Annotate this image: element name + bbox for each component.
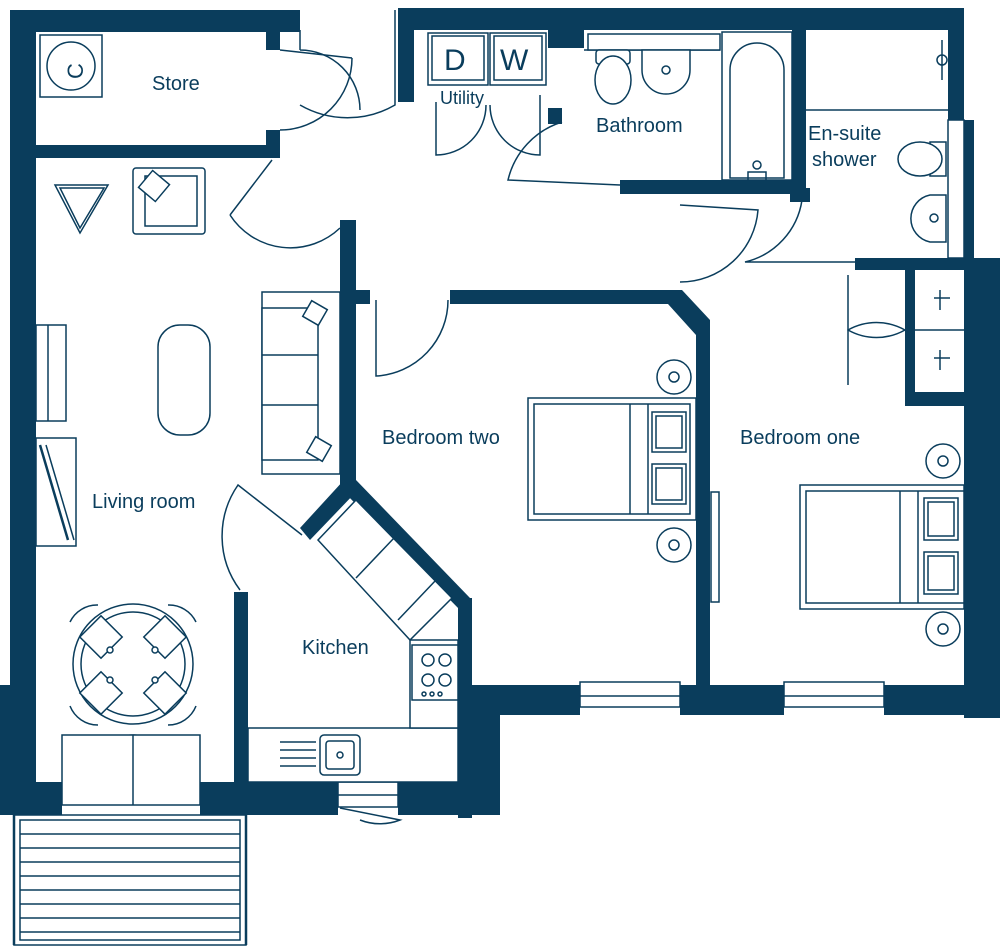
basin-icon <box>910 194 947 243</box>
boiler-icon <box>46 41 96 91</box>
store-boiler: C <box>39 34 103 98</box>
ensuite-fixtures <box>806 40 965 259</box>
sofa-icon <box>261 291 341 475</box>
tv-unit-icon <box>35 324 67 422</box>
basin-icon <box>641 49 691 95</box>
windows <box>61 681 885 808</box>
room-label-bedroom-one: Bedroom one <box>740 427 860 449</box>
svg-text:C: C <box>63 63 88 79</box>
bookcase-icon <box>35 437 77 547</box>
kitchen-units <box>247 498 459 783</box>
armchair-icon <box>132 167 206 235</box>
lamp-icon <box>925 443 961 647</box>
mirror-icon <box>710 491 720 603</box>
living-furniture <box>35 167 341 726</box>
bed-icon <box>527 397 697 521</box>
utility-appliances: D W <box>427 32 547 86</box>
shower-icon <box>806 40 948 111</box>
bath-icon <box>721 31 793 181</box>
lamp-icon <box>656 359 692 563</box>
lamp-icon <box>53 184 110 235</box>
room-label-ensuite-line1: En-suite <box>808 123 881 145</box>
room-label-store: Store <box>152 73 200 95</box>
hob-icon <box>411 644 459 701</box>
room-label-kitchen: Kitchen <box>302 637 369 659</box>
walls <box>0 8 1000 818</box>
dishwasher-letter: D <box>444 44 466 77</box>
room-label-living-room: Living room <box>92 491 195 513</box>
washer-letter: W <box>500 44 529 77</box>
bed-icon <box>799 484 965 610</box>
toilet-icon <box>897 141 947 177</box>
dining-table-icon <box>69 603 197 726</box>
room-label-ensuite-line2: shower <box>812 149 877 171</box>
bathroom-fixtures <box>584 31 793 181</box>
room-label-bathroom: Bathroom <box>596 115 683 137</box>
room-label-bedroom-two: Bedroom two <box>382 427 500 449</box>
coffee-table-icon <box>157 324 211 436</box>
wardrobe-icon <box>915 290 964 370</box>
sink-icon <box>280 734 361 776</box>
toilet-icon <box>594 49 632 105</box>
balcony-icon <box>12 814 248 946</box>
room-label-utility: Utility <box>440 88 484 108</box>
